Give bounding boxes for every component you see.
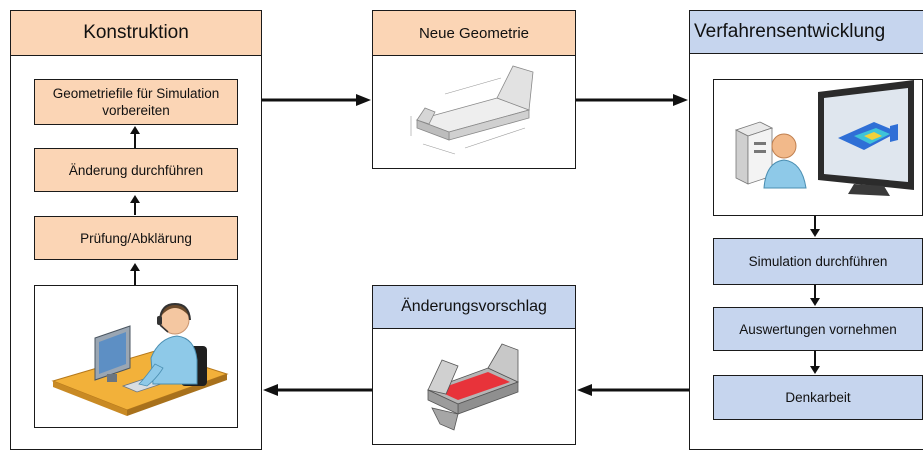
simulation-image-frame (713, 79, 923, 216)
step-aenderung-label: Änderung durchführen (68, 162, 204, 178)
computer-with-user-icon (734, 80, 914, 196)
person-at-computer-icon (51, 302, 229, 416)
step-denkarbeit-label: Denkarbeit (785, 390, 851, 405)
step-pruefung: Prüfung/Abklärung (34, 216, 238, 260)
step-simulation: Simulation durchführen (713, 238, 923, 285)
arrow-konstruktion-to-geometrie (262, 94, 371, 106)
step-denkarbeit: Denkarbeit (713, 375, 923, 420)
step-pruefung-label: Prüfung/Abklärung (80, 230, 192, 246)
neue-geometrie-title: Neue Geometrie (418, 24, 530, 42)
left-up-arrows (130, 126, 140, 285)
step-aenderung: Änderung durchführen (34, 148, 238, 192)
verfahrensentwicklung-title: Verfahrensentwicklung (694, 21, 886, 42)
konstrukteur-image-frame (34, 285, 238, 428)
arrow-verfahren-to-vorschlag (577, 384, 689, 396)
arrow-vorschlag-to-konstruktion (263, 384, 372, 396)
neue-geometrie-header: Neue Geometrie (372, 10, 576, 56)
step-geometriefile: Geometriefile für Simulation vorbereiten (34, 79, 238, 125)
aenderungsvorschlag-header: Änderungsvorschlag (372, 285, 576, 329)
arrow-geometrie-to-verfahren (576, 94, 688, 106)
verfahrensentwicklung-header: Verfahrensentwicklung (689, 10, 923, 54)
konstruktion-title: Konstruktion (83, 22, 189, 43)
step-geometriefile-label: Geometriefile für Simulation vorbereiten (52, 86, 220, 118)
step-auswertungen-label: Auswertungen vornehmen (739, 321, 897, 337)
konstruktion-header: Konstruktion (10, 10, 262, 56)
aenderungsvorschlag-title: Änderungsvorschlag (401, 298, 547, 315)
step-auswertungen: Auswertungen vornehmen (713, 307, 923, 351)
bent-sheet-part-icon (410, 65, 534, 155)
sheet-part-highlight-icon (426, 343, 520, 431)
right-down-arrows (810, 216, 820, 374)
step-simulation-label: Simulation durchführen (748, 254, 888, 269)
